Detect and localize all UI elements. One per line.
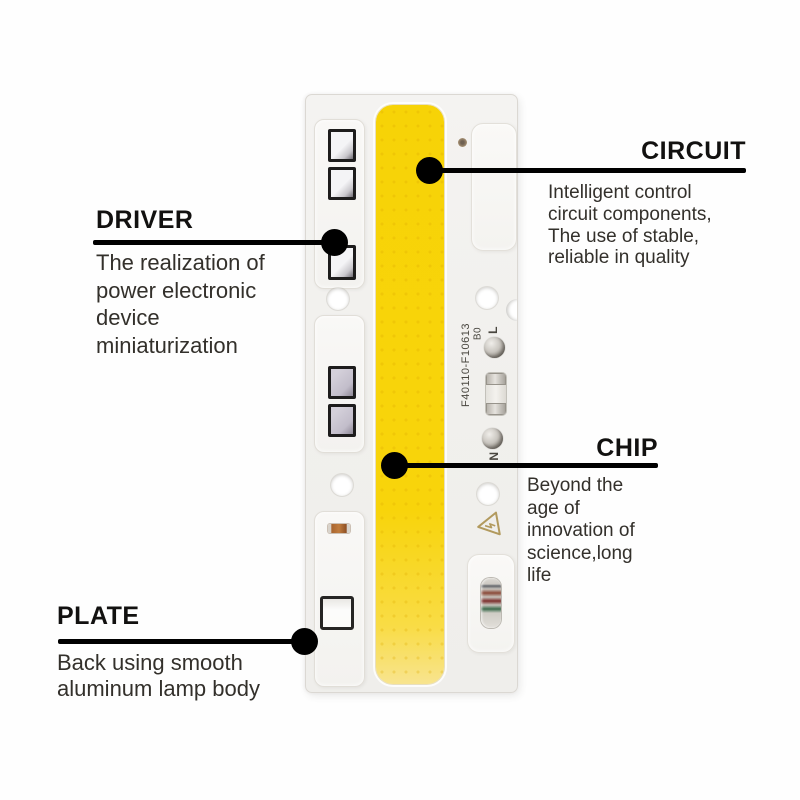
mount-hole-left-top [327,288,349,310]
mount-hole-left-bottom [331,474,353,496]
solder-blob-neutral [482,428,503,449]
board-rev-text: B0 [472,326,484,341]
driver-pointer-line [93,240,335,245]
neutral-terminal-label: N [487,451,501,461]
board-code-text: F40110-F10613 [460,323,472,407]
smd-resistor [328,524,350,533]
fiducial-dot [458,138,467,147]
fuse-cap-bottom [486,403,506,415]
capacitor-component-1 [328,129,356,162]
plate-title: PLATE [57,602,140,630]
chip-title: CHIP [596,434,658,462]
circuit-pointer-line [428,168,746,173]
live-terminal-label: L [486,326,500,334]
plate-pointer-line [58,639,305,644]
chip-pointer-dot [381,452,408,479]
circuit-description: Intelligent control circuit components, … [548,182,712,269]
driver-title: DRIVER [96,206,194,234]
circuit-title: CIRCUIT [641,137,746,165]
plate-pointer-dot [291,628,318,655]
bridge-component [320,596,354,630]
chip-pointer-line [393,463,658,468]
mount-hole-right-bottom [477,483,499,505]
pcb-module: F40110-F10613 B0 L N [305,94,518,693]
banded-resistor [481,578,501,628]
plate-description: Back using smooth aluminum lamp body [57,650,260,701]
fuse-component [486,373,506,415]
fuse-cap-top [486,373,506,385]
solder-pad-top [471,123,517,251]
chip-description: Beyond the age of innovation of science,… [527,475,635,586]
solder-blob-live [484,337,505,358]
cob-led-strip [376,105,444,684]
driver-pointer-dot [321,229,348,256]
capacitor-component-4 [328,404,356,437]
edge-notch [506,299,517,321]
mount-hole-right-top [476,287,498,309]
capacitor-component-2 [328,167,356,200]
circuit-pointer-dot [416,157,443,184]
fuse-body [486,385,506,403]
driver-description: The realization of power electronic devi… [96,250,265,358]
warning-triangle-icon [474,510,504,540]
capacitor-component-3 [328,366,356,399]
